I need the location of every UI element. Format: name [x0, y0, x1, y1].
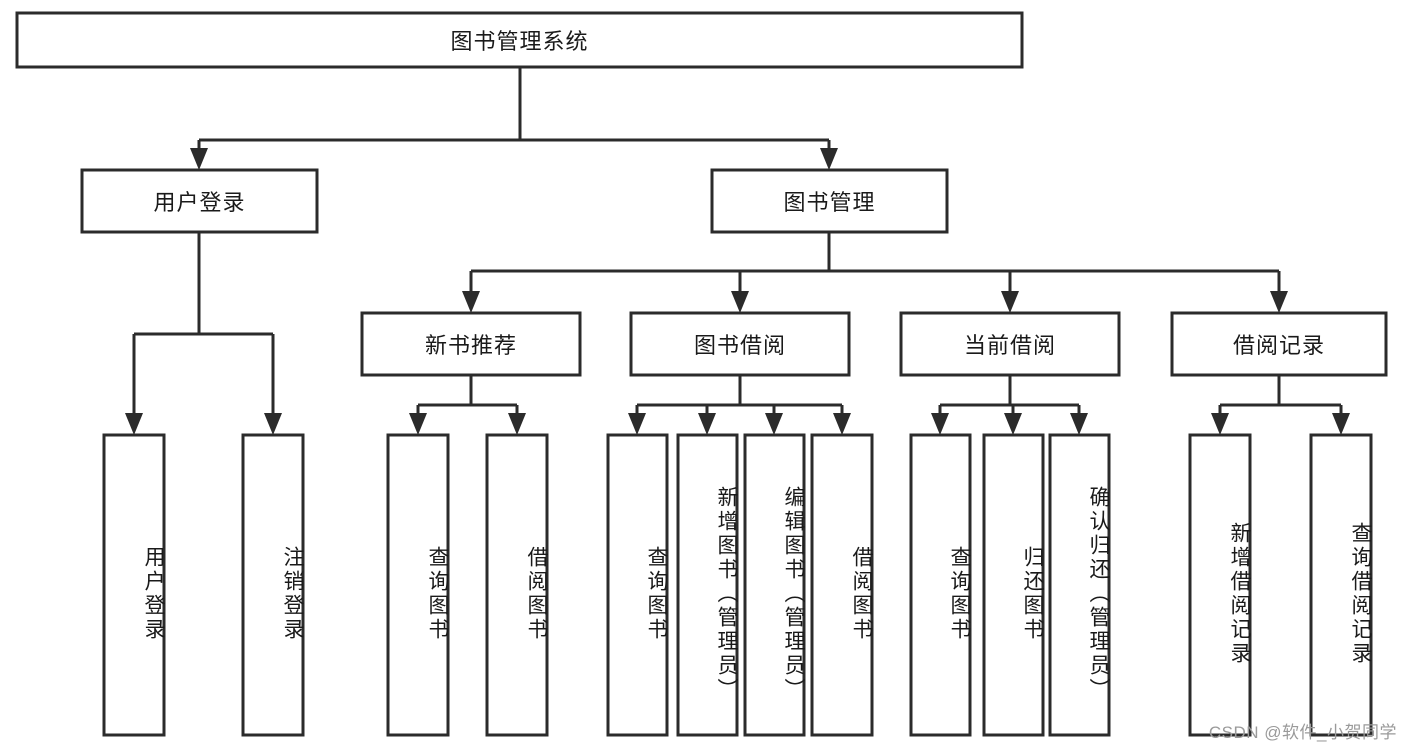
node-box-root[interactable] — [15, 11, 1024, 69]
node-box-book-manage[interactable] — [710, 168, 949, 234]
arrow-head-icon — [508, 413, 526, 435]
node-box-current-borrow[interactable] — [899, 311, 1121, 377]
arrow-head-icon — [1332, 413, 1350, 435]
arrow-head-icon — [1001, 291, 1019, 313]
node-box-leaf-borrow-book[interactable] — [810, 433, 874, 737]
node-box-leaf-query-book-rec[interactable] — [386, 433, 450, 737]
arrow-head-icon — [931, 413, 949, 435]
arrow-head-icon — [1070, 413, 1088, 435]
node-box-leaf-query-book-borrow[interactable] — [606, 433, 669, 737]
arrow-head-icon — [765, 413, 783, 435]
connector-group-currentborrow_to_leaves — [938, 375, 1081, 415]
node-box-leaf-confirm-return-admin[interactable] — [1048, 433, 1111, 737]
arrow-head-icon — [820, 148, 838, 170]
arrow-head-icon — [833, 413, 851, 435]
node-box-leaf-edit-book-admin[interactable] — [743, 433, 806, 737]
arrow-head-icon — [731, 291, 749, 313]
node-box-book-borrow[interactable] — [629, 311, 851, 377]
arrow-head-icon — [409, 413, 427, 435]
node-box-leaf-add-book-admin[interactable] — [676, 433, 739, 737]
node-layer — [15, 11, 1388, 737]
watermark-label: CSDN @软件_小贺同学 — [1208, 723, 1397, 742]
arrow-head-icon — [1211, 413, 1229, 435]
connector-layer — [125, 67, 1350, 435]
connector-group-bookmanage_to_level3 — [469, 232, 1281, 293]
node-box-leaf-user-login[interactable] — [102, 433, 166, 737]
node-box-leaf-query-book-current[interactable] — [909, 433, 972, 737]
arrow-head-icon — [1270, 291, 1288, 313]
node-box-user-login[interactable] — [80, 168, 319, 234]
node-box-leaf-user-logout[interactable] — [241, 433, 305, 737]
arrow-head-icon — [125, 413, 143, 435]
node-box-leaf-return-book[interactable] — [982, 433, 1045, 737]
connector-group-borrowrecord_to_leaves — [1218, 375, 1343, 415]
arrow-head-icon — [698, 413, 716, 435]
arrow-head-icon — [628, 413, 646, 435]
node-box-leaf-borrow-book-rec[interactable] — [485, 433, 549, 737]
node-box-borrow-record[interactable] — [1170, 311, 1388, 377]
connector-group-newbookrec_to_leaves — [416, 375, 519, 415]
node-box-leaf-add-borrow-record[interactable] — [1188, 433, 1252, 737]
arrow-head-icon — [264, 413, 282, 435]
arrow-head-icon — [190, 148, 208, 170]
node-box-new-book-rec[interactable] — [360, 311, 582, 377]
connector-group-userlogin_to_leaves — [132, 232, 275, 415]
connector-group-bookborrow_to_leaves — [635, 375, 844, 415]
arrow-head-icon — [1004, 413, 1022, 435]
node-box-leaf-query-borrow-record[interactable] — [1309, 433, 1373, 737]
arrow-head-icon — [462, 291, 480, 313]
connector-group-root_to_level2 — [197, 67, 831, 150]
